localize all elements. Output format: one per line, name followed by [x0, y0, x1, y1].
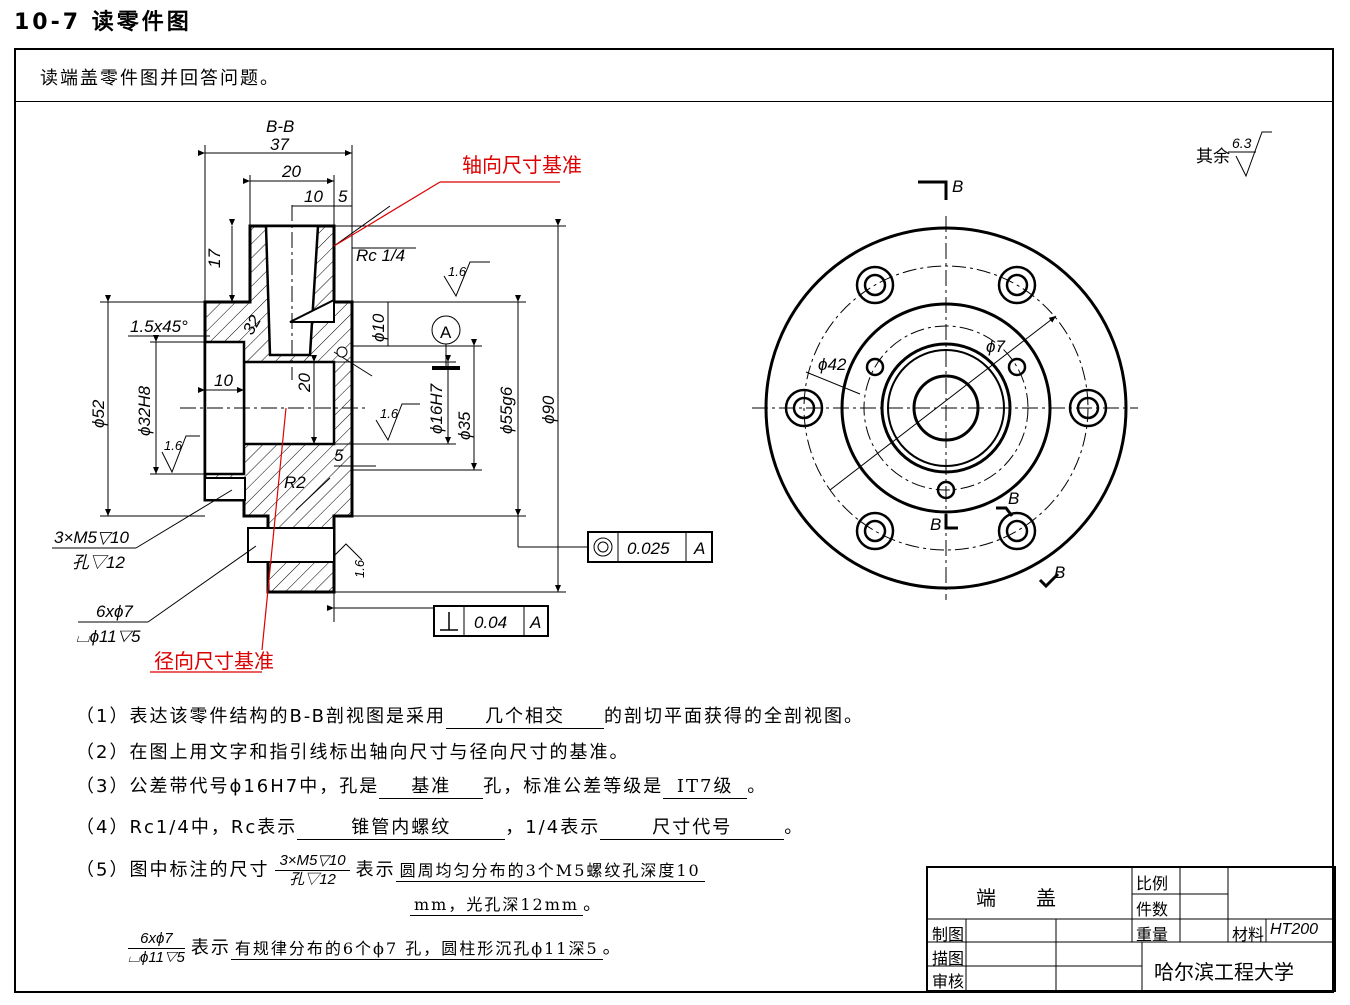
qty-label: 件数 — [1136, 900, 1169, 919]
dim-phi52: ϕ52 — [89, 399, 108, 428]
answer-1: 几个相交 — [446, 702, 605, 729]
dim-37: 37 — [270, 135, 289, 154]
section-view — [52, 131, 1272, 673]
title-block: 端 盖 比例 件数 重量 材料 HT200 制图 描图 审核 哈尔滨工程大学 — [926, 866, 1336, 992]
section-label: B-B — [266, 117, 294, 136]
bore — [242, 360, 336, 446]
dim-phi10: ϕ10 — [369, 313, 388, 342]
dim-5b: 5 — [334, 446, 344, 465]
axial-datum-label: 轴向尺寸基准 — [462, 153, 582, 177]
checked-label: 审核 — [932, 972, 965, 991]
roughness-2: 1.6 — [380, 406, 399, 421]
dim-phi55: ϕ55g6 — [497, 386, 516, 434]
cut-label-4: B — [1054, 563, 1065, 582]
prompt-row: 读端盖零件图并回答问题。 — [16, 50, 1332, 102]
dim-20v: 20 — [295, 373, 314, 393]
r2-label: R2 — [284, 473, 306, 492]
section-header: 10-7 读零件图 — [14, 10, 192, 35]
answer-3a: 基准 — [379, 772, 484, 799]
answer-4a: 锥管内螺纹 — [297, 813, 506, 840]
hole-callout-top: 6xϕ7 — [96, 602, 133, 621]
question-5-cont: mm，光孔深12mm。 — [410, 890, 603, 916]
weight-label: 重量 — [1136, 925, 1169, 944]
dim-10: 10 — [304, 187, 323, 206]
drawn-label: 制图 — [932, 925, 965, 944]
dim-phi16: ϕ16H7 — [427, 383, 446, 434]
thread-hole — [204, 477, 246, 501]
dim-phi35: ϕ35 — [455, 411, 474, 440]
cut-label-2: B — [930, 515, 941, 534]
front-view — [752, 180, 1138, 600]
worksheet-frame: 读端盖零件图并回答问题。 — [14, 48, 1334, 993]
dim-17: 17 — [205, 249, 224, 268]
answer-5: 圆周均匀分布的3个M5螺纹孔深度10 — [395, 857, 705, 882]
answer-3b: IT7级 — [663, 772, 748, 799]
answer-6: 有规律分布的6个ϕ7 孔，圆柱形沉孔ϕ11深5 — [230, 935, 603, 960]
dim-phi32: ϕ32H8 — [135, 385, 154, 436]
perp-datum: A — [529, 613, 541, 632]
material-label: 材料 — [1232, 925, 1265, 944]
cut-label-1: B — [952, 177, 963, 196]
datum-labels: 轴向尺寸基准 径向尺寸基准 — [154, 153, 582, 673]
rc-label: Rc 1/4 — [356, 246, 405, 265]
radial-datum-label: 径向尺寸基准 — [154, 649, 274, 673]
prompt-text: 读端盖零件图并回答问题。 — [40, 68, 280, 89]
dim-10b: 10 — [214, 371, 233, 390]
datum-a: A — [440, 323, 452, 342]
question-1: （1）表达该零件结构的B-B剖视图是采用几个相交的剖切平面获得的全剖视图。 — [76, 702, 864, 729]
rest-value: 6.3 — [1232, 135, 1252, 151]
roughness-4: 1.6 — [352, 559, 367, 578]
part-name: 端 盖 — [976, 886, 1056, 910]
hole-callout-bottom: ⌴ϕ11▽5 — [76, 627, 141, 646]
chamfer-label: 1.5x45° — [130, 317, 188, 336]
drawing-labels: B-B 37 20 10 5 Rc 1/4 1.5x45° 10 5 R2 A … — [54, 117, 1252, 646]
concentricity-datum: A — [693, 539, 705, 558]
traced-label: 描图 — [932, 949, 965, 968]
cut-label-3: B — [1008, 489, 1019, 508]
thread-callout-top: 3×M5▽10 — [54, 528, 130, 547]
school-name: 哈尔滨工程大学 — [1154, 960, 1294, 984]
rest-label: 其余 — [1196, 147, 1230, 166]
dim-phi42: ϕ42 — [818, 355, 847, 374]
dim-5: 5 — [338, 187, 348, 206]
thread-callout-bottom: 孔▽12 — [72, 553, 125, 572]
question-4: （4）Rc1/4中，Rc表示锥管内螺纹，1/4表示尺寸代号。 — [76, 813, 804, 840]
question-2: （2）在图上用文字和指引线标出轴向尺寸与径向尺寸的基准。 — [76, 742, 630, 763]
answer-4b: 尺寸代号 — [600, 813, 785, 840]
concentricity-value: 0.025 — [627, 539, 670, 558]
dim-phi90: ϕ90 — [539, 395, 558, 424]
roughness-3: 1.6 — [164, 438, 183, 453]
dim-20: 20 — [281, 162, 301, 181]
roughness-1: 1.6 — [448, 264, 467, 279]
material-value: HT200 — [1270, 921, 1319, 938]
answer-5-cont: mm，光孔深12mm — [410, 891, 584, 916]
scale-label: 比例 — [1136, 874, 1169, 893]
dim-phi7: ϕ7 — [986, 337, 1005, 356]
cbore-hole — [247, 527, 335, 563]
perp-value: 0.04 — [474, 613, 507, 632]
